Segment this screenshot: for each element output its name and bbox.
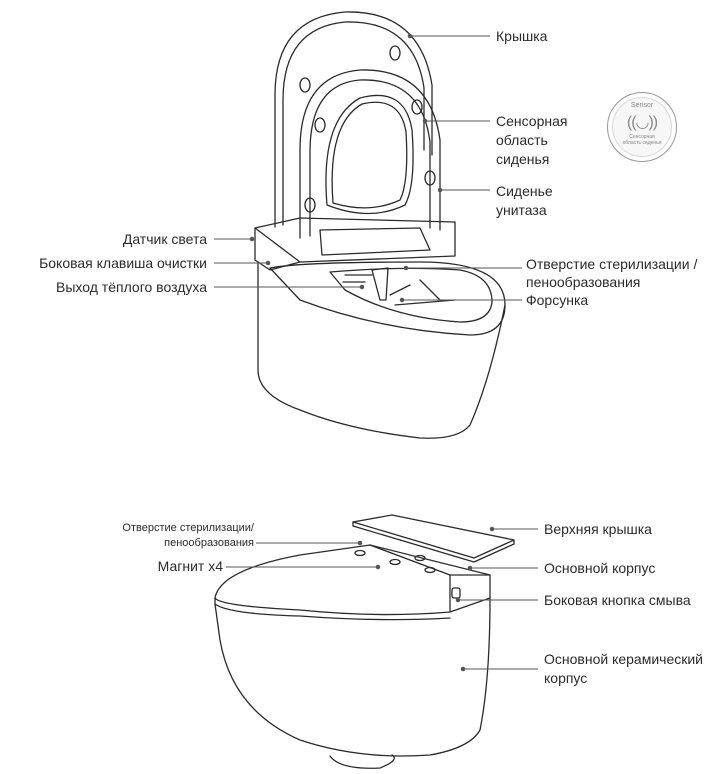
label-bottom-sterilization-2: пенообразования (164, 537, 254, 549)
sensor-badge-caption: Сенсорная область сиденья (608, 134, 676, 146)
label-sensor-area-2: область (496, 132, 548, 148)
label-ceramic-2: корпус (544, 670, 588, 686)
label-bottom-sterilization-1: Отверстие стерилизации/ (122, 522, 254, 534)
label-seat-2: унитаза (496, 202, 547, 218)
sensor-badge: Sensor ((◡)) Сенсорная область сиденья (607, 92, 677, 162)
label-side-clean-key: Боковая клавиша очистки (39, 255, 207, 271)
label-main-body: Основной корпус (544, 560, 656, 576)
label-warm-air: Выход тёплого воздуха (56, 279, 207, 295)
sensor-wave-icon: ((◡)) (626, 114, 658, 131)
sensor-badge-caption-2: область сиденья (622, 140, 662, 146)
label-top-cover: Верхняя крышка (544, 521, 652, 537)
label-magnet: Магнит х4 (157, 558, 223, 574)
seat-outline (299, 69, 441, 239)
label-ceramic-1: Основной керамический (544, 651, 704, 667)
sensor-badge-title: Sensor (630, 102, 654, 109)
label-light-sensor: Датчик света (122, 231, 207, 247)
label-nozzle: Форсунка (526, 292, 589, 308)
main-body-outline (214, 544, 491, 616)
label-lid: Крышка (496, 28, 548, 44)
sensor-badge-caption-1: Сенсорная (629, 134, 655, 140)
label-seat-1: Сиденье (496, 183, 553, 199)
label-sensor-area-3: сиденья (496, 151, 550, 167)
label-flush-button: Боковая кнопка смыва (544, 592, 691, 608)
lid-outline (274, 11, 433, 228)
label-sensor-area-1: Сенсорная (496, 113, 568, 129)
label-sterilization-2: пенообразования (526, 274, 641, 290)
ceramic-body-outline (214, 597, 491, 757)
label-sterilization-1: Отверстие стерилизации / (526, 256, 698, 272)
bowl-body (257, 261, 506, 439)
